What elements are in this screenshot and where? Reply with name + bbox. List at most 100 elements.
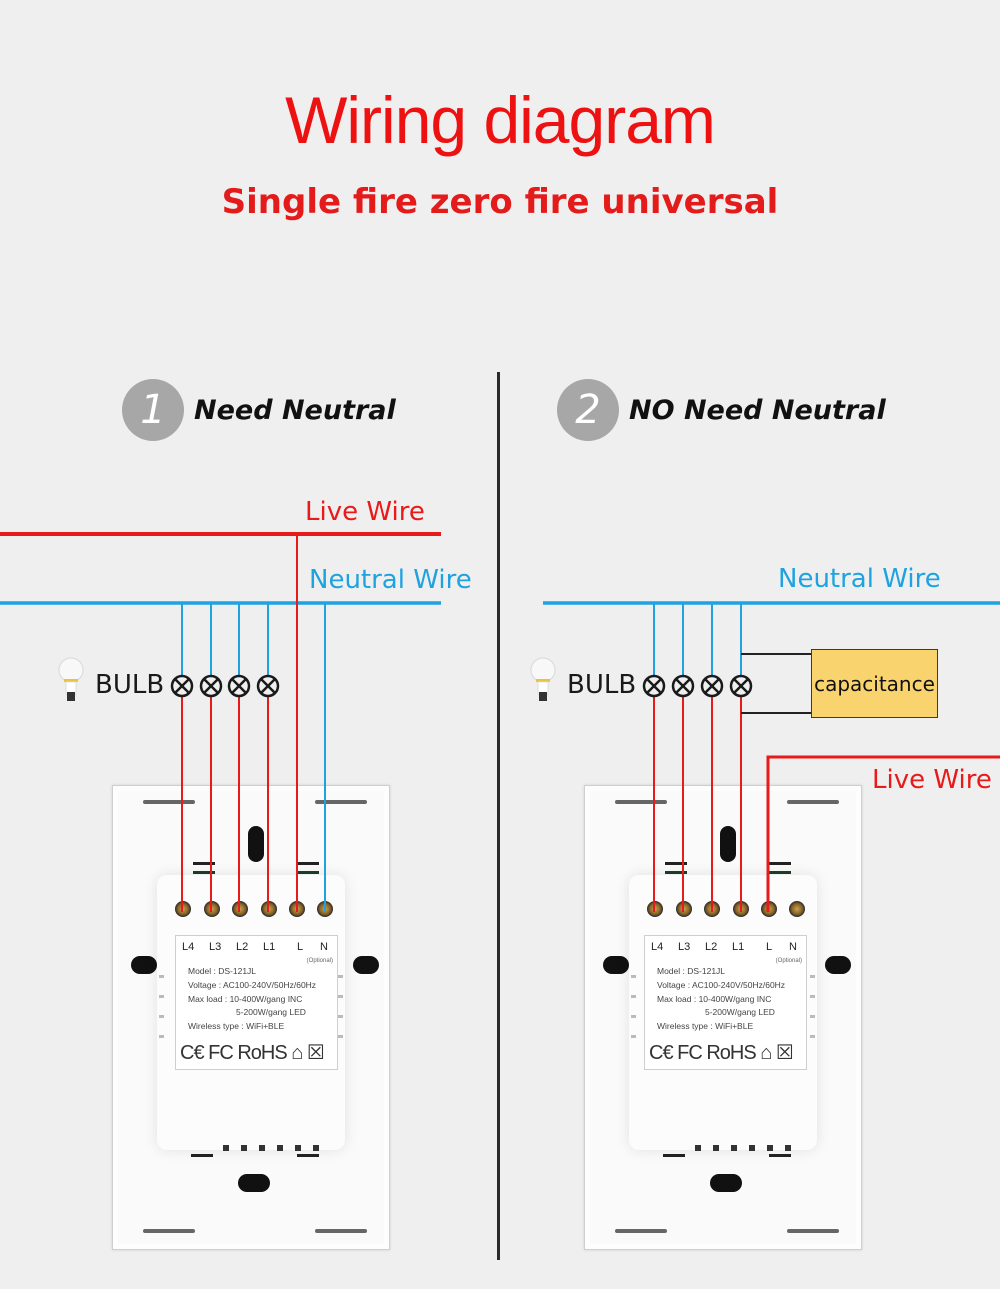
vent-square — [749, 1145, 755, 1151]
terminal-label: L1 — [263, 941, 276, 953]
section-number-badge: 1 — [122, 379, 184, 441]
section-title: NO Need Neutral — [629, 394, 886, 426]
neutral-wire-label-2: Neutral Wire — [778, 564, 941, 594]
section-2-header: 2 NO Need Neutral — [557, 379, 886, 441]
vent-tick — [810, 995, 815, 998]
vent-square — [785, 1145, 791, 1151]
screw-slot — [720, 826, 736, 862]
vent-square — [713, 1145, 719, 1151]
vent-square — [295, 1145, 301, 1151]
vent-tick — [810, 975, 815, 978]
vent-mark — [297, 862, 319, 865]
vent-mark — [193, 871, 215, 874]
optional-note: (Optional) — [775, 958, 802, 964]
max-load-led-text: 5-200W/gang LED — [236, 1007, 306, 1017]
vent-square — [241, 1145, 247, 1151]
vent-square — [695, 1145, 701, 1151]
terminal-label: L3 — [678, 941, 691, 953]
vent-tick — [810, 1015, 815, 1018]
voltage-text: Voltage : AC100-240V/50Hz/60Hz — [188, 980, 317, 990]
live-wire-2 — [766, 755, 1000, 912]
screw-slot — [238, 1174, 270, 1192]
side-grip — [131, 956, 157, 974]
light-bulb-icon — [58, 657, 84, 701]
screw-slot — [248, 826, 264, 862]
vent-tick — [631, 1015, 636, 1018]
mount-slot — [615, 800, 667, 804]
section-1-header: 1 Need Neutral — [122, 379, 396, 441]
terminal-label: L3 — [209, 941, 222, 953]
terminal-label: L — [297, 941, 304, 953]
vent-tick — [159, 1015, 164, 1018]
terminal-label: L4 — [182, 941, 195, 953]
vent-tick — [338, 1035, 343, 1038]
terminal-label: L1 — [732, 941, 745, 953]
voltage-text: Voltage : AC100-240V/50Hz/60Hz — [657, 980, 786, 990]
wireless-text: Wireless type : WiFi+BLE — [188, 1021, 285, 1031]
bulb-label-2: BULB — [567, 670, 637, 700]
vent-square — [313, 1145, 319, 1151]
vent-mark — [297, 1154, 319, 1157]
certification-icons: C€ FC RoHS ⌂ ☒ — [649, 1042, 794, 1064]
max-load-led-text: 5-200W/gang LED — [705, 1007, 775, 1017]
vent-tick — [159, 995, 164, 998]
terminal-labels: L4 L3 L2 L1 L N — [182, 941, 331, 955]
live-wire-label-2: Live Wire — [872, 765, 992, 795]
neutral-wire-label-1: Neutral Wire — [309, 565, 472, 595]
mount-slot — [615, 1229, 667, 1233]
vent-square — [767, 1145, 773, 1151]
vent-mark — [191, 1154, 213, 1157]
vent-tick — [631, 975, 636, 978]
bulb-label-1: BULB — [95, 670, 165, 700]
vent-mark — [769, 871, 791, 874]
spec-label-2: L4 L3 L2 L1 L N (Optional) Model : DS-12… — [644, 935, 807, 1070]
vent-tick — [159, 1035, 164, 1038]
vent-tick — [159, 975, 164, 978]
capacitor-box: capacitance — [811, 649, 938, 718]
section-title: Need Neutral — [194, 394, 396, 426]
optional-note: (Optional) — [306, 958, 333, 964]
terminal-label: N — [789, 941, 797, 953]
mount-slot — [787, 1229, 839, 1233]
terminal-label: L2 — [705, 941, 718, 953]
terminal-screw-N — [789, 901, 805, 917]
max-load-inc-text: Max load : 10-400W/gang INC — [657, 994, 772, 1004]
section-number-badge: 2 — [557, 379, 619, 441]
lamp-cross-circle-icon — [642, 674, 753, 698]
vent-mark — [193, 862, 215, 865]
mount-slot — [787, 800, 839, 804]
vent-tick — [338, 1015, 343, 1018]
lamp-cross-circle-icon — [170, 674, 280, 698]
side-grip — [353, 956, 379, 974]
screw-slot — [710, 1174, 742, 1192]
vent-square — [259, 1145, 265, 1151]
vent-mark — [769, 862, 791, 865]
model-text: Model : DS-121JL — [657, 966, 726, 976]
terminal-labels: L4 L3 L2 L1 L N — [651, 941, 800, 955]
vent-square — [731, 1145, 737, 1151]
mount-slot — [315, 800, 367, 804]
light-bulb-icon — [530, 657, 556, 701]
spec-label-1: L4 L3 L2 L1 L N (Optional) Model : DS-12… — [175, 935, 338, 1070]
max-load-inc-text: Max load : 10-400W/gang INC — [188, 994, 303, 1004]
terminal-label: L4 — [651, 941, 664, 953]
capacitor-label: capacitance — [814, 671, 935, 696]
vent-tick — [631, 1035, 636, 1038]
page-subtitle: Single fire zero fire universal — [221, 182, 779, 222]
vent-mark — [665, 862, 687, 865]
mount-slot — [315, 1229, 367, 1233]
side-grip — [603, 956, 629, 974]
model-text: Model : DS-121JL — [188, 966, 257, 976]
vent-square — [223, 1145, 229, 1151]
page-title: Wiring diagram — [285, 83, 716, 157]
vent-tick — [631, 995, 636, 998]
vent-tick — [810, 1035, 815, 1038]
side-grip — [825, 956, 851, 974]
vent-tick — [338, 995, 343, 998]
terminal-label: L — [766, 941, 773, 953]
vent-tick — [338, 975, 343, 978]
section-divider — [497, 372, 500, 1260]
vent-mark — [769, 1154, 791, 1157]
vent-mark — [297, 871, 319, 874]
